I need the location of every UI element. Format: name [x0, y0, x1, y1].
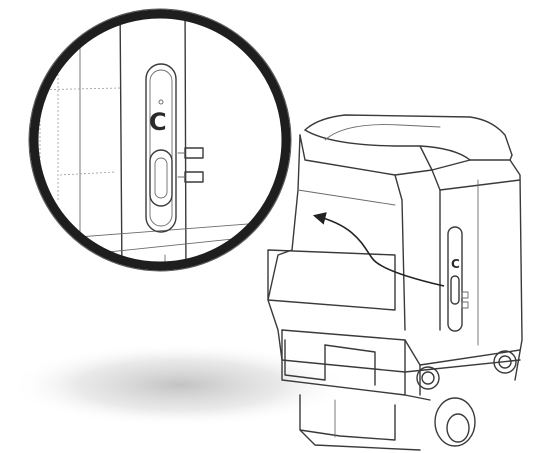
screw-right-icon	[493, 350, 517, 374]
usb-c-port-small: C	[447, 226, 469, 332]
magnifier-icon: C	[28, 8, 292, 272]
mount-knob-icon	[434, 397, 476, 447]
usb-c-label-small: C	[451, 257, 460, 271]
device-body: C	[267, 114, 523, 451]
drop-shadow	[10, 343, 350, 427]
usb-c-port-large: C	[145, 63, 204, 233]
callout-arrow-icon	[312, 212, 445, 287]
screw-left-icon	[416, 366, 440, 390]
magnifier-ring-icon	[29, 9, 291, 271]
usb-c-label-large: C	[149, 108, 167, 136]
